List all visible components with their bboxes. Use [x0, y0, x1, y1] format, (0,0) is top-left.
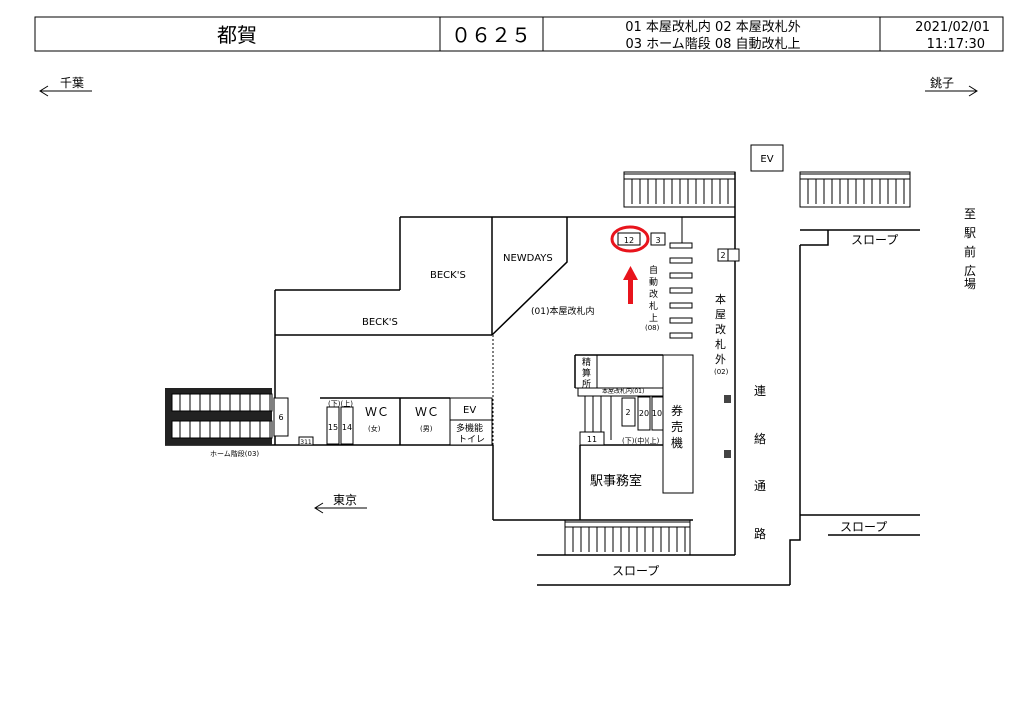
station-code: ０６２５ — [451, 23, 531, 47]
stairs-group — [564, 171, 911, 556]
office: 駅事務室 — [590, 473, 642, 489]
wc-female: ＷＣ — [365, 405, 389, 419]
automatic-gates — [669, 242, 693, 339]
multi-toilet: 多機能 — [456, 422, 483, 434]
ev-left: EV — [463, 405, 476, 416]
svg-text:トイレ: トイレ — [458, 435, 485, 445]
camera-2: 2 — [625, 408, 630, 417]
elevator-top — [750, 144, 784, 172]
svg-text:銚子: 銚子 — [930, 75, 954, 90]
stairway — [564, 519, 691, 556]
svg-text:千葉: 千葉 — [60, 76, 84, 90]
svg-text:札: 札 — [649, 300, 658, 312]
svg-text:ホーム階段(03): ホーム階段(03) — [210, 449, 259, 458]
camera-15: 15 — [328, 423, 338, 432]
svg-text:改: 改 — [715, 322, 726, 336]
camera-3: 3 — [655, 236, 660, 245]
svg-text:路: 路 — [754, 526, 766, 541]
stairway — [623, 171, 736, 208]
svg-text:券: 券 — [671, 403, 683, 418]
svg-text:本: 本 — [715, 292, 726, 306]
svg-text:(08): (08) — [645, 324, 660, 332]
svg-text:駅: 駅 — [964, 226, 976, 240]
camera-12: 12 — [624, 236, 634, 245]
gate — [669, 272, 693, 279]
svg-text:通: 通 — [754, 479, 766, 493]
slope-2: スロープ — [840, 520, 887, 534]
time: 11:17:30 — [927, 37, 985, 52]
camera-11: 11 — [587, 435, 597, 444]
gate — [669, 257, 693, 264]
date: 2021/02/01 — [915, 20, 990, 35]
gate — [669, 332, 693, 339]
down-up: (下)(上) — [328, 399, 353, 408]
gate-01-label: (01)本屋改札内 — [531, 305, 594, 317]
svg-text:広: 広 — [964, 264, 976, 278]
ticket-machine — [662, 354, 694, 494]
gate-01-small: 本屋改札内(01) — [602, 387, 644, 395]
camera-6: 6 — [278, 413, 283, 422]
auto-gate-label: 自 — [649, 264, 658, 276]
svg-text:動: 動 — [649, 277, 658, 288]
stairway — [799, 171, 911, 208]
camera-2-outside: 2 — [720, 251, 725, 260]
building-walls — [165, 172, 920, 586]
svg-text:前: 前 — [964, 244, 976, 259]
direction-station-plaza: 至 駅 前 広 場 — [964, 207, 976, 291]
direction-choshi: 銚子 — [925, 75, 978, 97]
svg-text:上: 上 — [649, 313, 658, 324]
svg-text:外: 外 — [715, 353, 726, 366]
header-table: 都賀 ０６２５ 01 本屋改札内 02 本屋改札外 03 ホーム階段 08 自動… — [34, 16, 1004, 52]
gate — [669, 317, 693, 324]
gate — [669, 302, 693, 309]
newdays: NEWDAYS — [503, 253, 553, 264]
platform-stairs: ホーム階段(03) — [165, 388, 273, 458]
gate — [669, 287, 693, 294]
svg-text:(男): (男) — [420, 425, 433, 433]
ev-top-label: EV — [760, 154, 773, 165]
station-name: 都賀 — [217, 23, 257, 47]
slope-1: スロープ — [851, 233, 898, 247]
svg-text:改: 改 — [649, 288, 658, 300]
svg-text:機: 機 — [671, 435, 683, 450]
camera-14: 14 — [342, 423, 352, 432]
svg-text:至: 至 — [964, 207, 976, 221]
svg-text:精: 精 — [582, 356, 591, 368]
camera-311: 311 — [300, 439, 312, 446]
becks-upper: BECK'S — [430, 270, 466, 281]
cameras: 12 3 2 6 15 14 311 2 20 10 11 — [273, 232, 740, 446]
svg-text:(02): (02) — [714, 368, 729, 376]
down-mid-up: (下)(中)(上) — [622, 436, 660, 445]
svg-text:所: 所 — [582, 379, 591, 390]
svg-text:連: 連 — [754, 384, 766, 398]
svg-text:屋: 屋 — [715, 308, 726, 321]
svg-text:売: 売 — [671, 419, 683, 434]
camera-20: 20 — [639, 409, 649, 418]
svg-text:場: 場 — [964, 277, 976, 291]
svg-text:東京: 東京 — [333, 493, 357, 507]
legend-line2: 03 ホーム階段 08 自動改札上 — [625, 37, 800, 52]
svg-text:(女): (女) — [368, 424, 381, 433]
camera-10: 10 — [652, 409, 662, 418]
direction-tokyo: 東京 — [314, 493, 367, 514]
direction-arrow-red — [623, 266, 638, 304]
highlight-circle — [610, 225, 650, 253]
becks-lower: BECK'S — [362, 317, 398, 328]
svg-text:札: 札 — [715, 338, 726, 351]
gate — [669, 242, 693, 249]
direction-chiba: 千葉 — [39, 76, 92, 97]
wc-male: ＷＣ — [415, 405, 439, 419]
svg-text:絡: 絡 — [754, 431, 766, 446]
legend-line1: 01 本屋改札内 02 本屋改札外 — [625, 19, 800, 35]
slope-3: スロープ — [612, 564, 659, 578]
svg-text:算: 算 — [582, 367, 591, 379]
